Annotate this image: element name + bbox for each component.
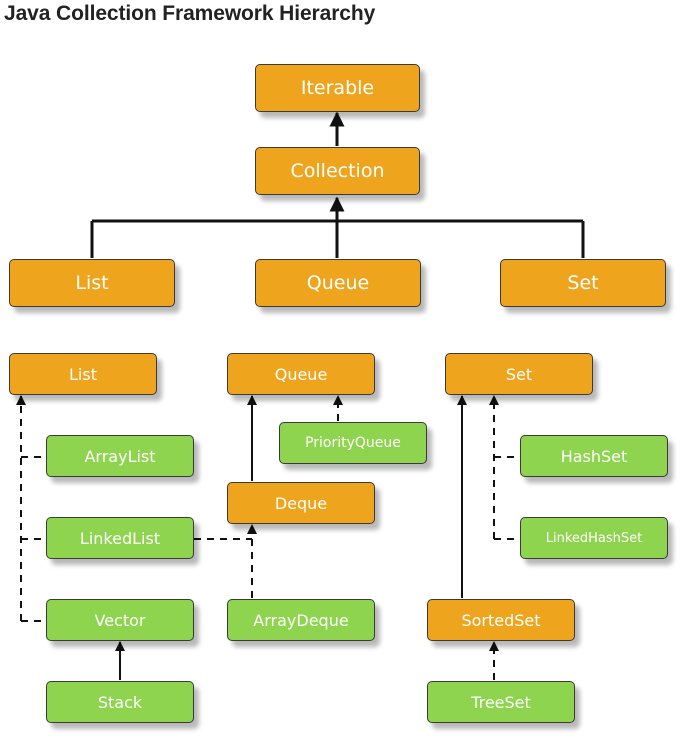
node-linkedlist: LinkedList	[46, 517, 194, 559]
node-hashset: HashSet	[520, 435, 668, 477]
node-list: List	[9, 353, 157, 395]
diagram-title: Java Collection Framework Hierarchy	[4, 2, 376, 25]
node-set-top: Set	[500, 259, 666, 307]
node-queue-top: Queue	[255, 259, 421, 307]
node-deque: Deque	[227, 482, 375, 524]
node-stack: Stack	[46, 681, 194, 723]
node-vector: Vector	[46, 599, 194, 641]
node-treeset: TreeSet	[427, 681, 575, 723]
node-priorityqueue: PriorityQueue	[279, 422, 427, 464]
node-linkedhashset: LinkedHashSet	[520, 517, 668, 559]
node-set: Set	[445, 353, 593, 395]
node-list-top: List	[9, 259, 175, 307]
node-queue: Queue	[227, 353, 375, 395]
node-sortedset: SortedSet	[427, 599, 575, 641]
node-arraylist: ArrayList	[46, 435, 194, 477]
node-collection: Collection	[255, 147, 420, 195]
node-iterable: Iterable	[255, 64, 420, 112]
node-arraydeque: ArrayDeque	[227, 599, 375, 641]
